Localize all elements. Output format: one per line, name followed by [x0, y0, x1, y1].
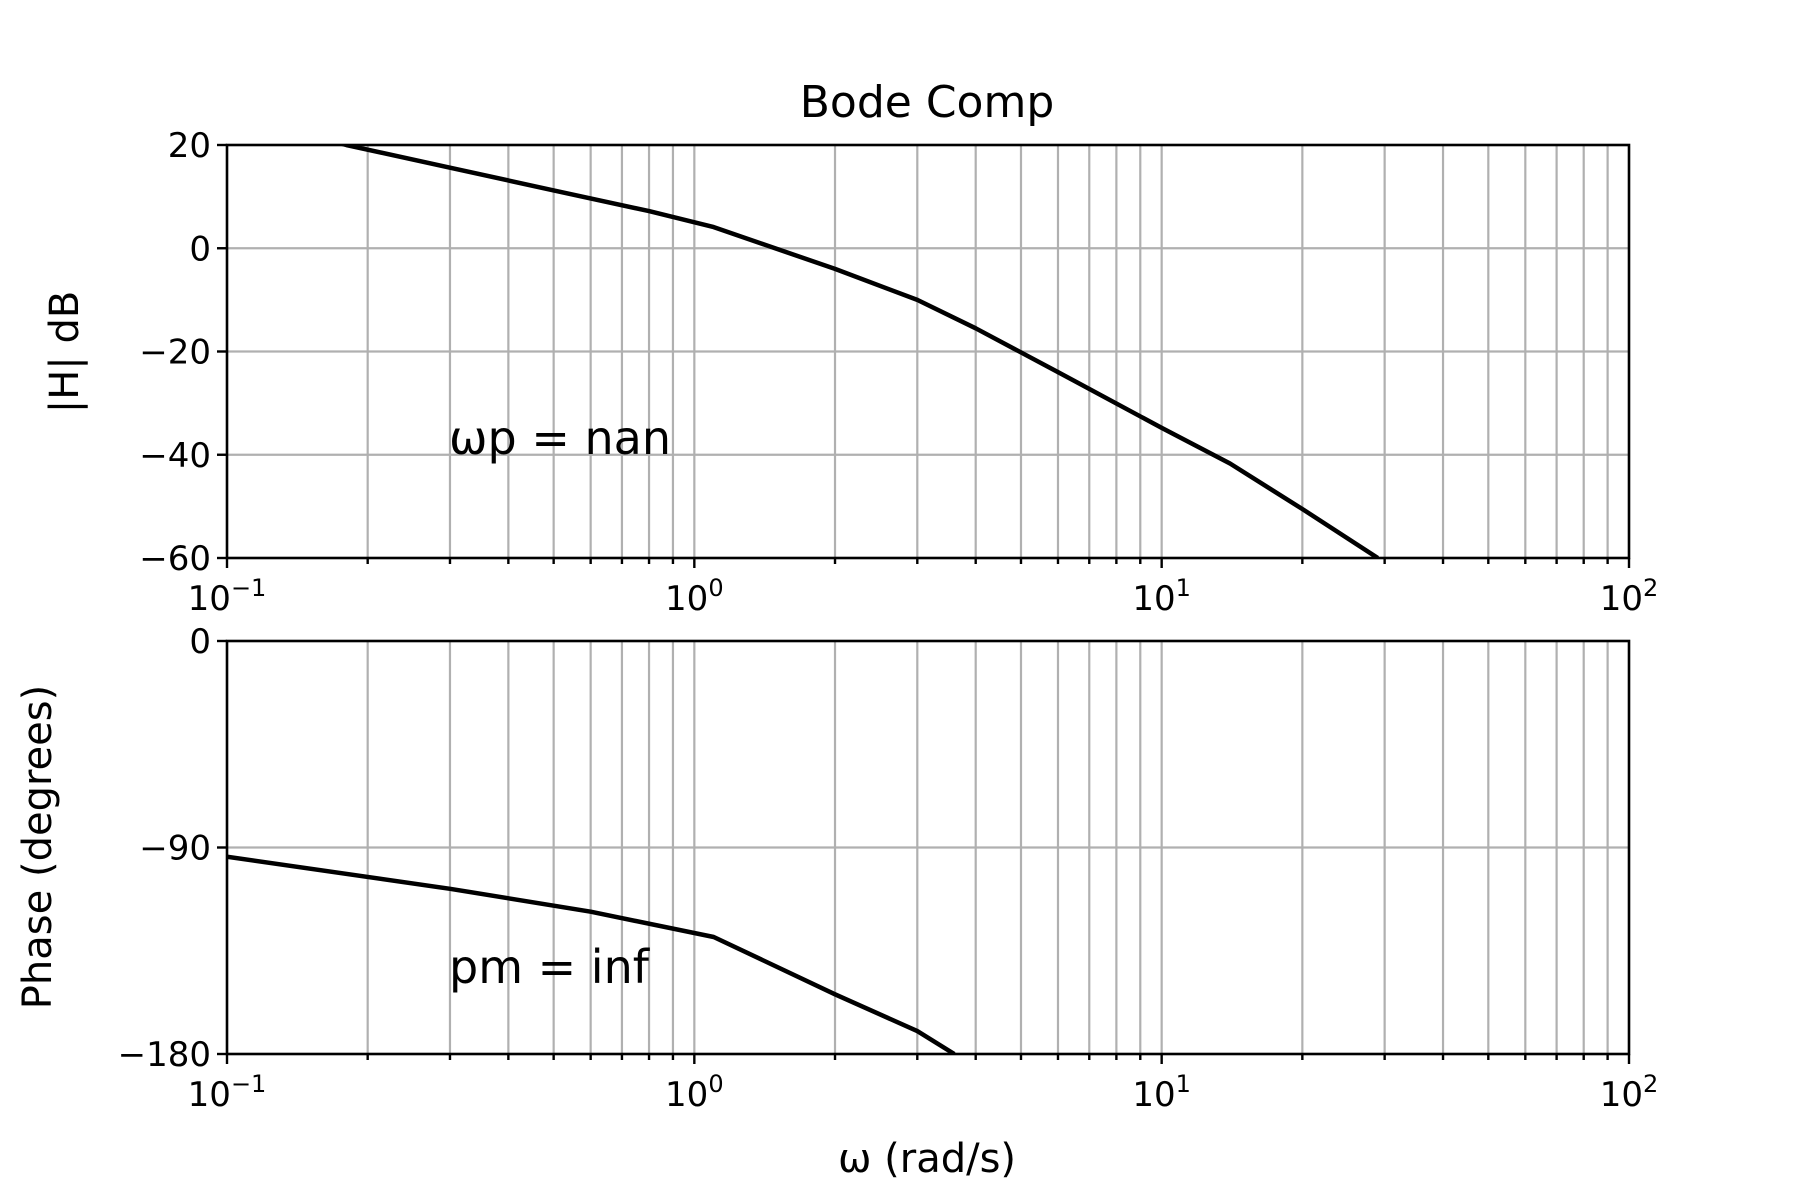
magnitude-x-tick-label: 100: [665, 574, 724, 619]
magnitude-series: [337, 145, 1380, 558]
phase-series-line: [227, 854, 956, 1054]
magnitude-y-axis-label: |H| dB: [42, 291, 88, 414]
magnitude-x-tick-label: 101: [1132, 574, 1191, 619]
magnitude-series-line: [337, 145, 1380, 558]
phase-grid: [227, 641, 1629, 1054]
chart-title: Bode Comp: [800, 77, 1055, 128]
magnitude-x-tick-label: 10−1: [188, 574, 267, 619]
magnitude-y-tick-label: −60: [139, 539, 211, 579]
phase-annotation: pm = inf: [449, 940, 651, 994]
magnitude-y-tick-label: 20: [168, 126, 211, 166]
phase-x-tick-label: 101: [1132, 1070, 1191, 1115]
magnitude-x-tick-label: 102: [1600, 574, 1659, 619]
magnitude-grid: [227, 145, 1629, 558]
magnitude-annotation: ωp = nan: [449, 411, 671, 465]
phase-x-tick-label: 100: [665, 1070, 724, 1115]
phase-y-tick-label: −90: [139, 829, 211, 869]
phase-y-tick-label: 0: [189, 622, 211, 662]
magnitude-y-tick-label: −20: [139, 333, 211, 373]
phase-y-axis-label: Phase (degrees): [15, 685, 61, 1009]
magnitude-y-tick-label: −40: [139, 436, 211, 476]
magnitude-y-tick-label: 0: [189, 229, 211, 269]
phase-series: [227, 854, 956, 1054]
x-axis-label: ω (rad/s): [838, 1136, 1016, 1182]
phase-x-tick-label: 102: [1600, 1070, 1659, 1115]
phase-x-tick-label: 10−1: [188, 1070, 267, 1115]
phase-y-tick-label: −180: [118, 1035, 211, 1075]
